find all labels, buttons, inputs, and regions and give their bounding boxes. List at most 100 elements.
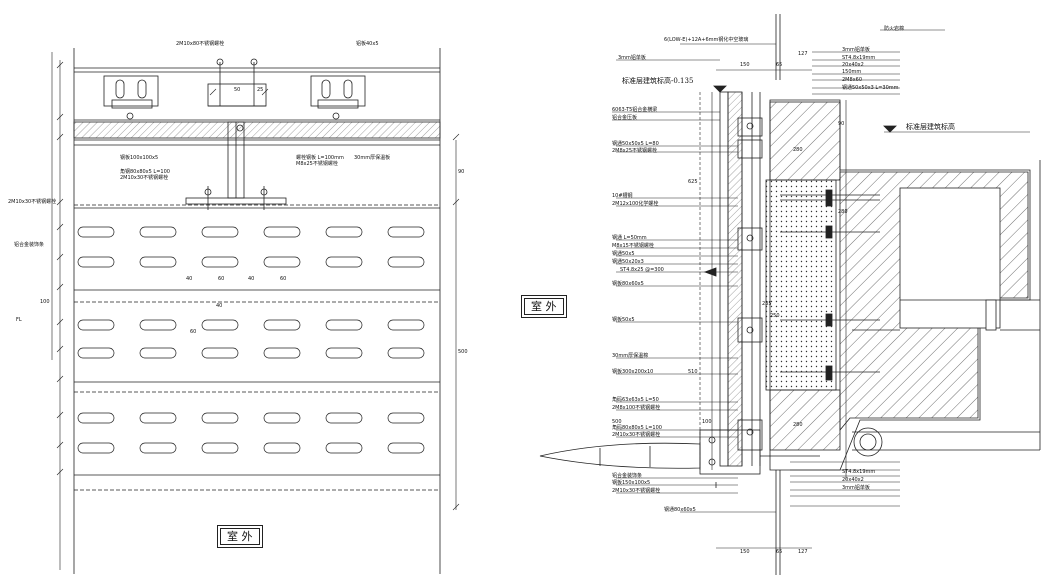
dim-90-right: 90 (838, 121, 845, 127)
note-left-item: 30mm厚保温棉 (612, 353, 649, 359)
insulation-band (73, 121, 441, 139)
perforation-slot (139, 442, 177, 454)
note-fl: FL (16, 317, 22, 323)
perforation-slot (325, 319, 363, 331)
perforation-slot (201, 442, 239, 454)
top-bracket-left (103, 75, 159, 120)
bottom-dim-150: 150 (740, 549, 750, 555)
right-outside-label: 室 外 (521, 295, 567, 318)
center-t-post (185, 121, 287, 210)
perforation-slot (201, 412, 239, 424)
top-dim-150: 150 (740, 62, 750, 68)
note-left-bolt: 2M10x30不锈钢螺栓 (8, 199, 57, 205)
note-right-item: 20x40x2 (842, 477, 864, 483)
note-left-item: 2M8x25不锈钢螺栓 (612, 148, 657, 154)
dim-625: 625 (688, 179, 698, 185)
note-left-item: 角码63x63x5 L=50 (612, 397, 659, 403)
perforation-slots (77, 226, 425, 454)
perforation-slot (77, 319, 115, 331)
note-left-item: 2M12x100化学螺栓 (612, 201, 659, 207)
dim-60c: 60 (190, 329, 197, 335)
level-std2-label: 标准层建筑标高 (906, 123, 955, 131)
perforation-slot (77, 412, 115, 424)
perforation-slot (77, 442, 115, 454)
dim-500: 500 (458, 349, 468, 355)
note-left-item: 钢通 L=50mm (612, 235, 647, 241)
dim-40c: 40 (216, 303, 223, 309)
perforation-slot (387, 319, 425, 331)
note-board: 30mm厚保温板 (354, 155, 391, 161)
note-right-item: ST4.8x19mm (842, 469, 876, 475)
leader-lines (612, 29, 945, 513)
note-right-item: ST4.8x19mm (842, 55, 876, 61)
perforation-slot (201, 347, 239, 359)
dim-25: 25 (257, 87, 264, 93)
dim-40b: 40 (248, 276, 255, 282)
note-left-item: 铝合金装饰条 (612, 473, 643, 479)
dim-40a: 40 (186, 276, 193, 282)
note-left-item: 6063-T5铝合金横梁 (612, 107, 658, 113)
note-left-item: 钢通80x60x5 (664, 507, 696, 513)
perforation-slot (387, 347, 425, 359)
perforation-slot (139, 226, 177, 238)
note-left-item: M8x15不锈钢螺栓 (612, 243, 654, 249)
perforation-slot (139, 347, 177, 359)
note-left-item: 2M10x30不锈钢螺栓 (612, 488, 661, 494)
perforation-slot (263, 256, 301, 268)
note-left-item: 钢通50x50x5 L=80 (612, 141, 659, 147)
dim-50: 50 (234, 87, 241, 93)
note-left-item: ST4.8x25 @=300 (620, 267, 664, 273)
dim-100: 100 (40, 299, 50, 305)
dim-510: 510 (688, 369, 698, 375)
dim-60b: 60 (280, 276, 287, 282)
note-bolt-right: 螺栓钢板 L=100mm (296, 155, 344, 161)
note-left-item: 3mm铝单板 (618, 55, 646, 61)
perforation-slot (139, 412, 177, 424)
note-left-item: 10#槽钢 (612, 193, 633, 199)
top-dim-127: 127 (798, 51, 808, 57)
top-bracket-right (310, 75, 366, 120)
dim-280c: 280 (793, 422, 803, 428)
level-std-label: 标准层建筑标高-0.135 (622, 77, 694, 85)
perforation-slot (263, 319, 301, 331)
perforation-slot (139, 256, 177, 268)
note-bolt-right2: M8x25不锈钢螺栓 (296, 161, 338, 167)
note-right-item: 钢通50x50x3 L=30mm (842, 85, 899, 91)
note-right-item: 20x40x2 (842, 62, 864, 68)
perforation-slot (387, 226, 425, 238)
left-dim-ticks (56, 61, 460, 511)
perforation-slot (263, 442, 301, 454)
note-left-item: 钢板80x60x5 (612, 281, 644, 287)
left-outside-label: 室 外 (217, 525, 263, 548)
note-left-item: 铝合金压板 (612, 115, 638, 121)
note-angle: 角钢80x80x5 L=100 (120, 169, 170, 175)
perforation-slot (201, 319, 239, 331)
right-section-view (539, 14, 1041, 575)
perforation-slot (77, 347, 115, 359)
note-left-item: 钢通50x20x3 (612, 259, 644, 265)
perforation-slot (325, 347, 363, 359)
chemical-anchors (780, 189, 880, 381)
note-left-item: 2M8x100不锈钢螺栓 (612, 405, 661, 411)
note-left-item: 角码80x80x5 L=100 (612, 425, 662, 431)
note-right-item: 3mm铝单板 (842, 47, 870, 53)
dim-280b: 280 (838, 209, 848, 215)
note-top-bolt: 2M10x80不锈钢螺栓 (176, 41, 225, 47)
perforation-slot (387, 412, 425, 424)
note-left-item: 2M10x30不锈钢螺栓 (612, 432, 661, 438)
perforation-slot (387, 256, 425, 268)
perforation-slot (325, 412, 363, 424)
note-left-item: 钢通50x5 (612, 251, 635, 257)
concrete-dots (765, 179, 837, 391)
top-bracket-center (207, 58, 267, 107)
perforation-slot (387, 442, 425, 454)
left-elevation-view (51, 48, 457, 574)
note-left-item: 钢板50x5 (612, 317, 635, 323)
note-left-item: 钢板300x200x10 (612, 369, 654, 375)
perforation-slot (263, 226, 301, 238)
note-steel-bar: 钢板100x100x5 (120, 155, 159, 161)
perforation-slot (201, 256, 239, 268)
note-top-right: 铝板40x5 (356, 41, 379, 47)
note-right-item: 3mm铝单板 (842, 485, 870, 491)
